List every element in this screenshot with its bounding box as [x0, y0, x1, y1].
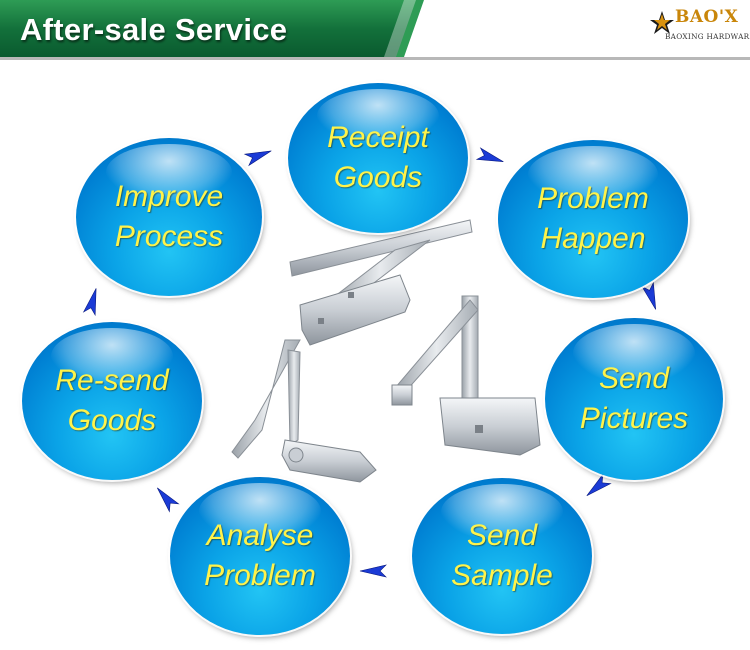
left-door-closer — [231, 339, 377, 483]
step-label-line: Problem — [537, 182, 649, 215]
step-label-line: Happen — [540, 222, 646, 255]
step-label-line: Process — [114, 220, 224, 253]
step-label-line: Send — [598, 362, 670, 395]
banner-shape — [0, 0, 750, 60]
step-node-problem-happen: Problem Happen — [498, 140, 688, 298]
step-node-receipt-goods: Receipt Goods — [288, 83, 468, 233]
step-node-resend-goods: Re-send Goods — [22, 322, 202, 480]
step-label-line: Goods — [333, 161, 423, 194]
arrow-icon — [586, 473, 612, 496]
step-node-send-sample: Send Sample — [412, 478, 592, 634]
arrow-icon — [359, 564, 387, 578]
step-label-line: Goods — [67, 404, 157, 437]
star-icon — [650, 11, 674, 34]
slide-arm-closer — [289, 219, 473, 346]
step-label-line: Analyse — [206, 519, 314, 552]
step-label-line: Send — [466, 519, 538, 552]
logo-subtitle: BAOXING HARDWARE — [665, 32, 750, 41]
right-door-closer — [391, 295, 541, 456]
arrow-icon — [641, 281, 657, 310]
arrow-icon — [243, 150, 272, 167]
step-node-improve-process: Improve Process — [76, 138, 262, 296]
arrow-icon — [82, 288, 97, 317]
page-title: After-sale Service — [20, 12, 288, 47]
step-label-line: Receipt — [327, 121, 429, 154]
step-label-line: Pictures — [579, 402, 689, 435]
step-node-send-pictures: Send Pictures — [545, 318, 723, 480]
logo-brand-name: BAO'X — [675, 7, 739, 27]
step-node-analyse-problem: Analyse Problem — [170, 477, 350, 635]
brand-logo: BAO'X BAOXING HARDWARE — [647, 4, 750, 56]
step-label-line: Sample — [451, 559, 553, 592]
step-label-line: Re-send — [55, 364, 169, 397]
arrow-icon — [475, 147, 504, 163]
step-label-line: Improve — [114, 180, 224, 213]
step-label-line: Problem — [204, 559, 316, 592]
arrow-icon — [157, 487, 180, 513]
header-banner: After-sale Service BAO'X BAOXING HARDWAR… — [0, 0, 750, 60]
